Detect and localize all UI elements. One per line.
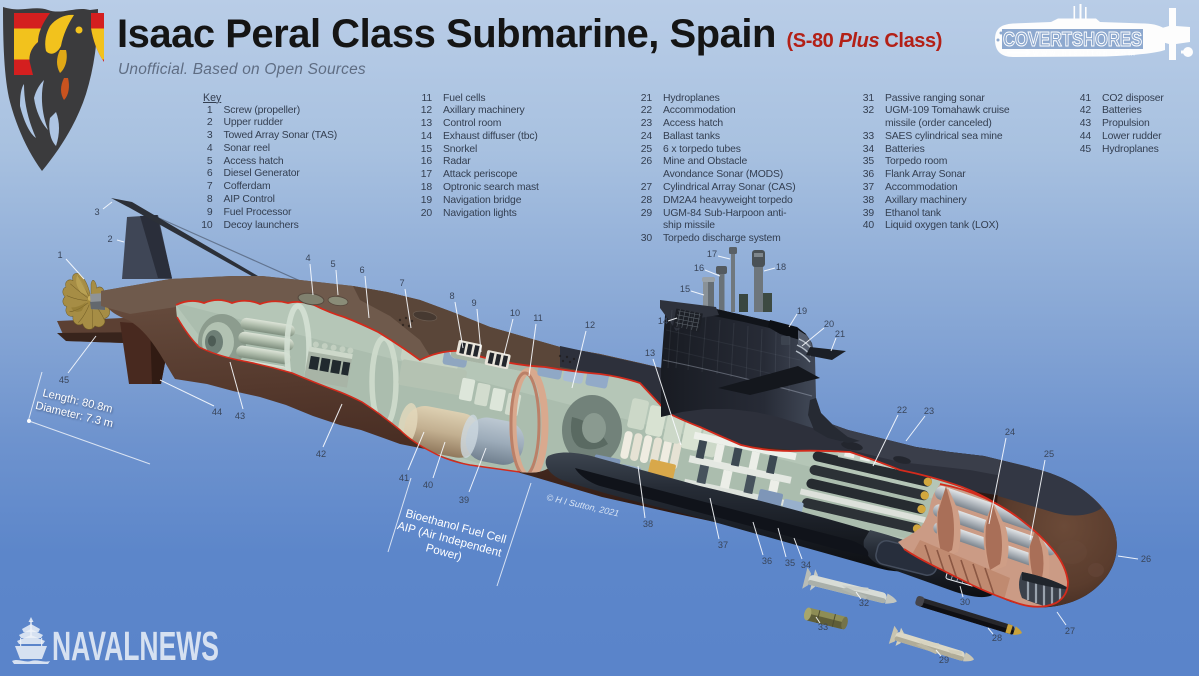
svg-text:29: 29 [939, 655, 949, 665]
svg-text:35: 35 [785, 558, 795, 568]
svg-text:38: 38 [643, 519, 653, 529]
svg-text:11: 11 [533, 313, 543, 323]
svg-text:22: 22 [897, 405, 907, 415]
svg-text:41: 41 [399, 473, 409, 483]
svg-text:27: 27 [1065, 626, 1075, 636]
svg-text:10: 10 [510, 308, 520, 318]
svg-text:42: 42 [316, 449, 326, 459]
svg-text:36: 36 [762, 556, 772, 566]
svg-text:39: 39 [459, 495, 469, 505]
svg-text:44: 44 [212, 407, 222, 417]
svg-text:8: 8 [449, 291, 454, 301]
svg-text:45: 45 [59, 375, 69, 385]
svg-text:16: 16 [694, 263, 704, 273]
svg-text:24: 24 [1005, 427, 1015, 437]
svg-text:15: 15 [680, 284, 690, 294]
svg-text:3: 3 [94, 207, 99, 217]
svg-text:21: 21 [835, 329, 845, 339]
svg-text:7: 7 [399, 278, 404, 288]
svg-text:www.hisutton.com: www.hisutton.com [1032, 49, 1137, 58]
svg-text:1: 1 [57, 250, 62, 260]
svg-text:32: 32 [859, 598, 869, 608]
svg-text:26: 26 [1141, 554, 1151, 564]
svg-text:33: 33 [818, 622, 828, 632]
svg-text:5: 5 [330, 259, 335, 269]
svg-text:37: 37 [718, 540, 728, 550]
svg-text:28: 28 [992, 633, 1002, 643]
svg-text:30: 30 [960, 597, 970, 607]
svg-text:23: 23 [924, 406, 934, 416]
svg-text:18: 18 [776, 262, 786, 272]
svg-text:20: 20 [824, 319, 834, 329]
svg-text:40: 40 [423, 480, 433, 490]
svg-text:COVERTSHORES: COVERTSHORES [1003, 29, 1142, 51]
svg-text:43: 43 [235, 411, 245, 421]
svg-text:2: 2 [107, 234, 112, 244]
svg-text:14: 14 [658, 316, 668, 326]
svg-text:19: 19 [797, 306, 807, 316]
svg-text:9: 9 [471, 298, 476, 308]
svg-text:13: 13 [645, 348, 655, 358]
svg-text:17: 17 [707, 249, 717, 259]
svg-text:6: 6 [359, 265, 364, 275]
svg-text:25: 25 [1044, 449, 1054, 459]
svg-text:NAVALNEWS: NAVALNEWS [52, 623, 219, 669]
svg-text:34: 34 [801, 560, 811, 570]
svg-text:4: 4 [305, 253, 310, 263]
svg-text:12: 12 [585, 320, 595, 330]
